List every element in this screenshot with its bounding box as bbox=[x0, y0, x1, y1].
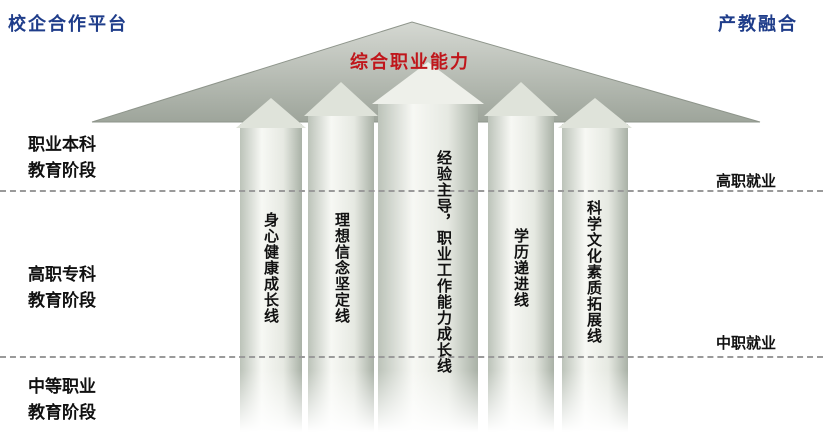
stage-divider-lower bbox=[0, 356, 823, 358]
pillar-label-culture: 科学文化素质拓展线 bbox=[585, 200, 603, 344]
pillar-label-work-ability: 经验主导，职业工作能力成长线 bbox=[435, 150, 453, 374]
right-header-title: 产教融合 bbox=[718, 14, 798, 35]
left-header-title: 校企合作平台 bbox=[8, 14, 128, 35]
stage-label-secondary: 中等职业 教育阶段 bbox=[28, 377, 96, 423]
stage-divider-upper bbox=[0, 190, 823, 192]
stage-label-higher-vocational: 高职专科 教育阶段 bbox=[28, 265, 96, 311]
pillar-label-health: 身心健康成长线 bbox=[262, 212, 280, 324]
pillar-label-ideals: 理想信念坚定线 bbox=[333, 212, 351, 324]
higher-vocational-employment: 高职就业 bbox=[716, 172, 777, 190]
roof-title: 综合职业能力 bbox=[350, 52, 470, 73]
stage-label-undergraduate: 职业本科 教育阶段 bbox=[28, 135, 96, 181]
pillar-label-education: 学历递进线 bbox=[512, 228, 530, 308]
secondary-vocational-employment: 中职就业 bbox=[716, 334, 777, 352]
